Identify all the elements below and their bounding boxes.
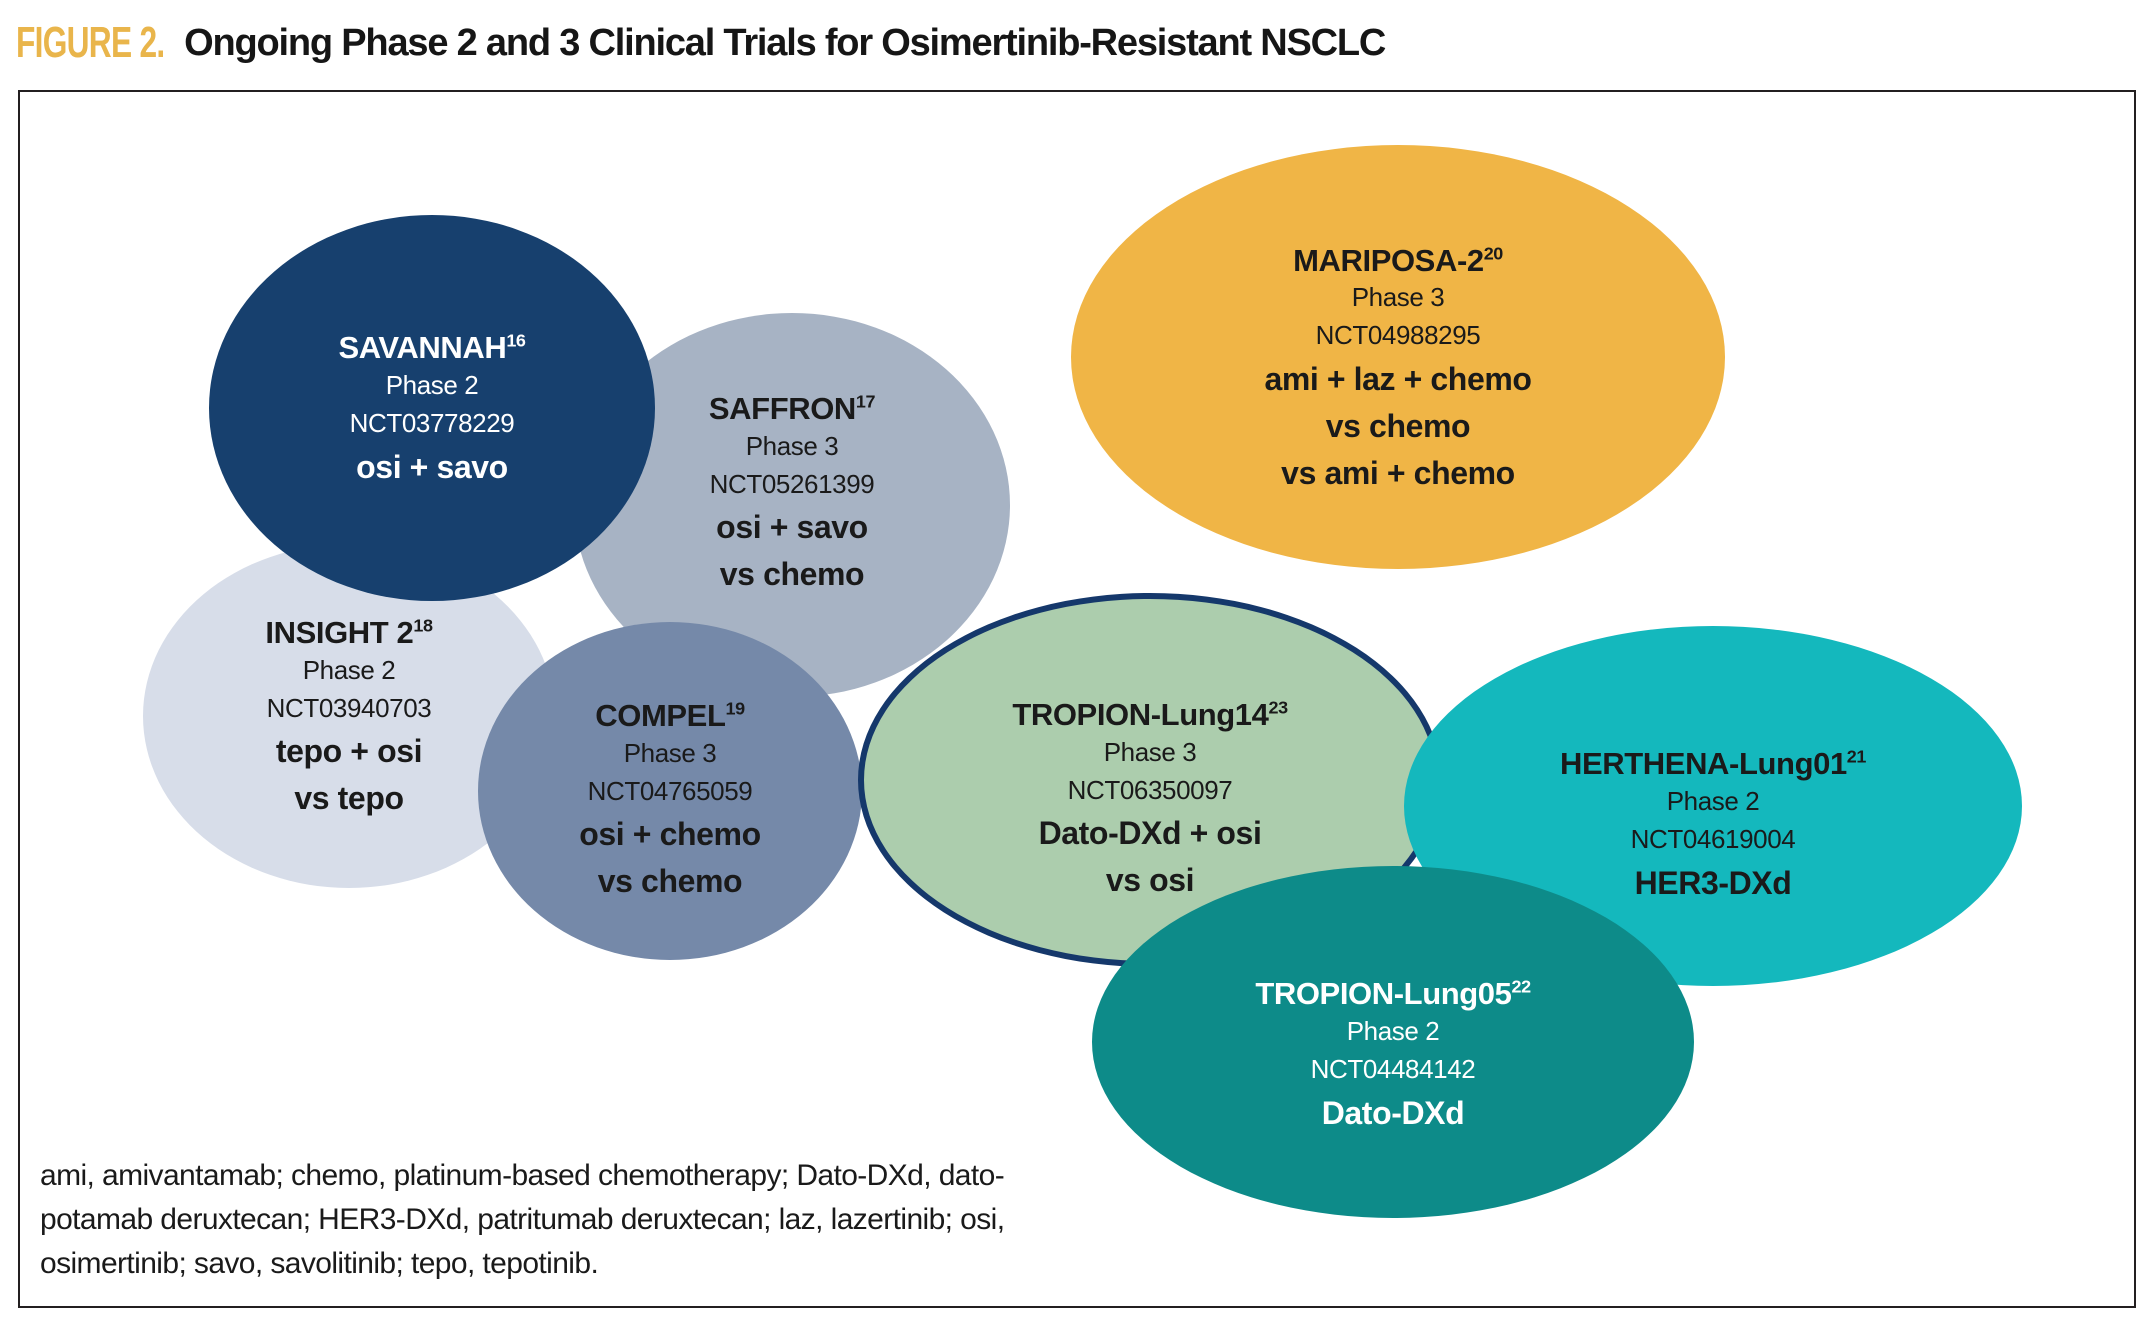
trial-nct-id: NCT03940703	[266, 692, 432, 723]
trial-nct-id: NCT04484142	[1310, 1053, 1476, 1084]
trial-reference-number: 16	[506, 331, 526, 352]
trial-reference-number: 22	[1511, 977, 1532, 998]
trial-name: TROPION-Lung0522	[1255, 976, 1532, 1012]
trial-nct-id: NCT06350097	[1067, 774, 1233, 805]
trial-reference-number: 21	[1846, 747, 1867, 768]
trial-reference-number: 19	[725, 698, 746, 719]
trial-regimen-line: Dato-DXd	[1321, 1094, 1465, 1131]
trial-regimen-line: vs ami + chemo	[1281, 454, 1515, 491]
trial-name: SAVANNAH16	[338, 330, 526, 366]
trial-phase: Phase 3	[745, 430, 839, 461]
trial-nct-id: NCT04988295	[1315, 320, 1481, 351]
trial-phase: Phase 2	[1666, 786, 1760, 817]
trial-phase: Phase 2	[302, 654, 396, 685]
footnote-line: osimertinib; savo, savolitinib; tepo, te…	[40, 1247, 599, 1280]
trial-reference-number: 18	[413, 615, 433, 636]
trial-regimen-line: ami + laz + chemo	[1264, 361, 1532, 398]
trial-name: INSIGHT 218	[265, 614, 433, 650]
trial-regimen-line: tepo + osi	[275, 733, 423, 770]
trial-name: COMPEL19	[595, 697, 746, 733]
footnote-abbreviations: ami, amivantamab; chemo, platinum-based …	[40, 1154, 1220, 1286]
trial-regimen-line: vs tepo	[294, 780, 404, 817]
trial-reference-number: 23	[1268, 697, 1289, 718]
trial-regimen-line: vs osi	[1105, 862, 1195, 899]
trial-regimen-line: osi + chemo	[579, 816, 761, 853]
trial-reference-number: 17	[855, 391, 876, 412]
footnote-line: potamab deruxtecan; HER3-DXd, patritumab…	[40, 1203, 1005, 1236]
trial-name: TROPION-Lung1423	[1012, 696, 1289, 732]
figure-header: FIGURE 2. Ongoing Phase 2 and 3 Clinical…	[16, 8, 1386, 78]
trial-nct-id: NCT05261399	[709, 468, 875, 499]
trial-phase: Phase 3	[623, 737, 717, 768]
trial-phase: Phase 3	[1351, 282, 1445, 313]
trial-regimen-line: vs chemo	[719, 556, 865, 593]
trial-nct-id: NCT04619004	[1630, 823, 1796, 854]
trial-name: HERTHENA-Lung0121	[1560, 746, 1866, 782]
trial-phase: Phase 2	[385, 370, 479, 401]
trial-phase: Phase 2	[1346, 1016, 1440, 1047]
trial-nct-id: NCT03778229	[349, 407, 515, 438]
trial-regimen-line: HER3-DXd	[1634, 864, 1792, 901]
trial-regimen-line: Dato-DXd + osi	[1038, 815, 1262, 852]
figure-title: Ongoing Phase 2 and 3 Clinical Trials fo…	[184, 21, 1386, 64]
trial-phase: Phase 3	[1103, 736, 1197, 767]
trial-name: SAFFRON17	[708, 390, 876, 426]
trial-regimen-line: vs chemo	[1325, 407, 1471, 444]
trial-nct-id: NCT04765059	[587, 775, 753, 806]
trial-regimen-line: osi + savo	[716, 509, 868, 546]
trial-regimen-line: vs chemo	[597, 863, 743, 900]
trial-reference-number: 20	[1483, 243, 1504, 264]
trial-regimen-line: osi + savo	[356, 448, 508, 485]
figure-label: FIGURE 2.	[16, 18, 165, 67]
footnote-line: ami, amivantamab; chemo, platinum-based …	[40, 1159, 1005, 1192]
trial-name: MARIPOSA-220	[1293, 242, 1504, 278]
